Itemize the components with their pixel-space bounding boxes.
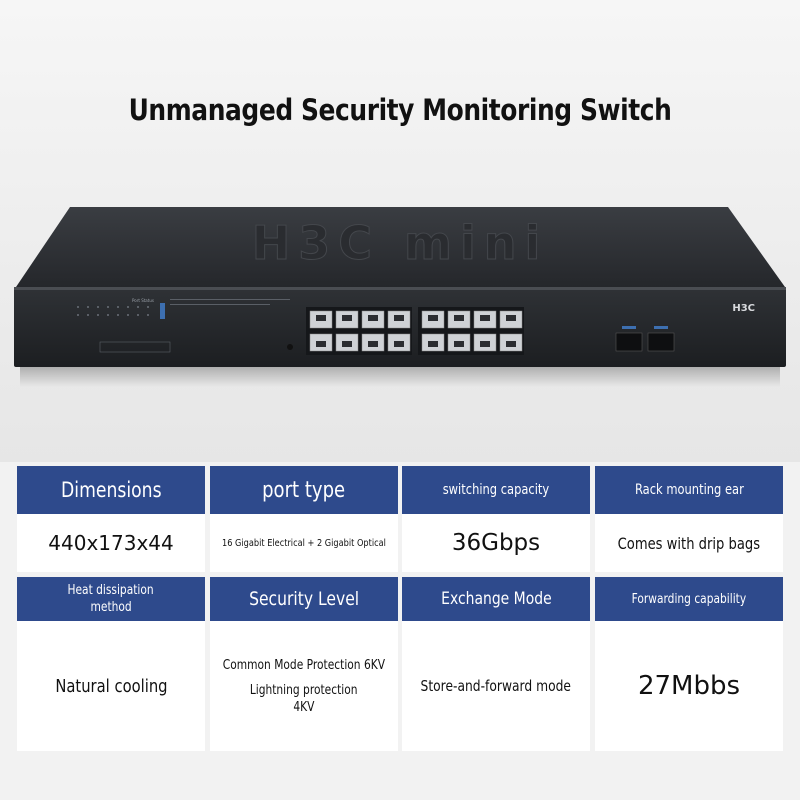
status-led-panel: Port Status: [77, 298, 293, 353]
spec-header-dimensions: Dimensions: [17, 466, 205, 514]
embossed-logo: H3C mini: [252, 216, 549, 270]
spec-header-port-type: port type: [210, 466, 398, 514]
spec-header-heat-dissipation: Heat dissipation method: [17, 577, 205, 621]
spec-header-switching-capacity: switching capacity: [402, 466, 590, 514]
spec-value-rack-mounting-ear: Comes with drip bags: [595, 514, 783, 572]
spec-header-forwarding-capability: Forwarding capability: [595, 577, 783, 621]
spec-header-security-level: Security Level: [210, 577, 398, 621]
sfp-ports: [615, 326, 675, 352]
spec-header-exchange-mode: Exchange Mode: [402, 577, 590, 621]
spec-value-security-level: Common Mode Protection 6KV Lightning pro…: [210, 621, 398, 751]
spec-header-rack-mounting-ear: Rack mounting ear: [595, 466, 783, 514]
brand-logo: H3C: [732, 303, 755, 314]
rj45-ports: [306, 307, 524, 355]
svg-text:Port Status: Port Status: [132, 298, 154, 303]
spec-table: Dimensions port type switching capacity …: [0, 462, 800, 800]
spec-value-exchange-mode: Store-and-forward mode: [402, 621, 590, 751]
spec-value-switching-capacity: 36Gbps: [402, 514, 590, 572]
spec-value-dimensions: 440x173x44: [17, 514, 205, 572]
spec-value-forwarding-capability: 27Mbbs: [595, 621, 783, 751]
spec-value-port-type: 16 Gigabit Electrical + 2 Gigabit Optica…: [210, 514, 398, 572]
spec-value-heat-dissipation: Natural cooling: [17, 621, 205, 751]
page-title: Unmanaged Security Monitoring Switch: [128, 93, 672, 127]
network-switch-image: H3C mini Port Status: [14, 207, 786, 387]
